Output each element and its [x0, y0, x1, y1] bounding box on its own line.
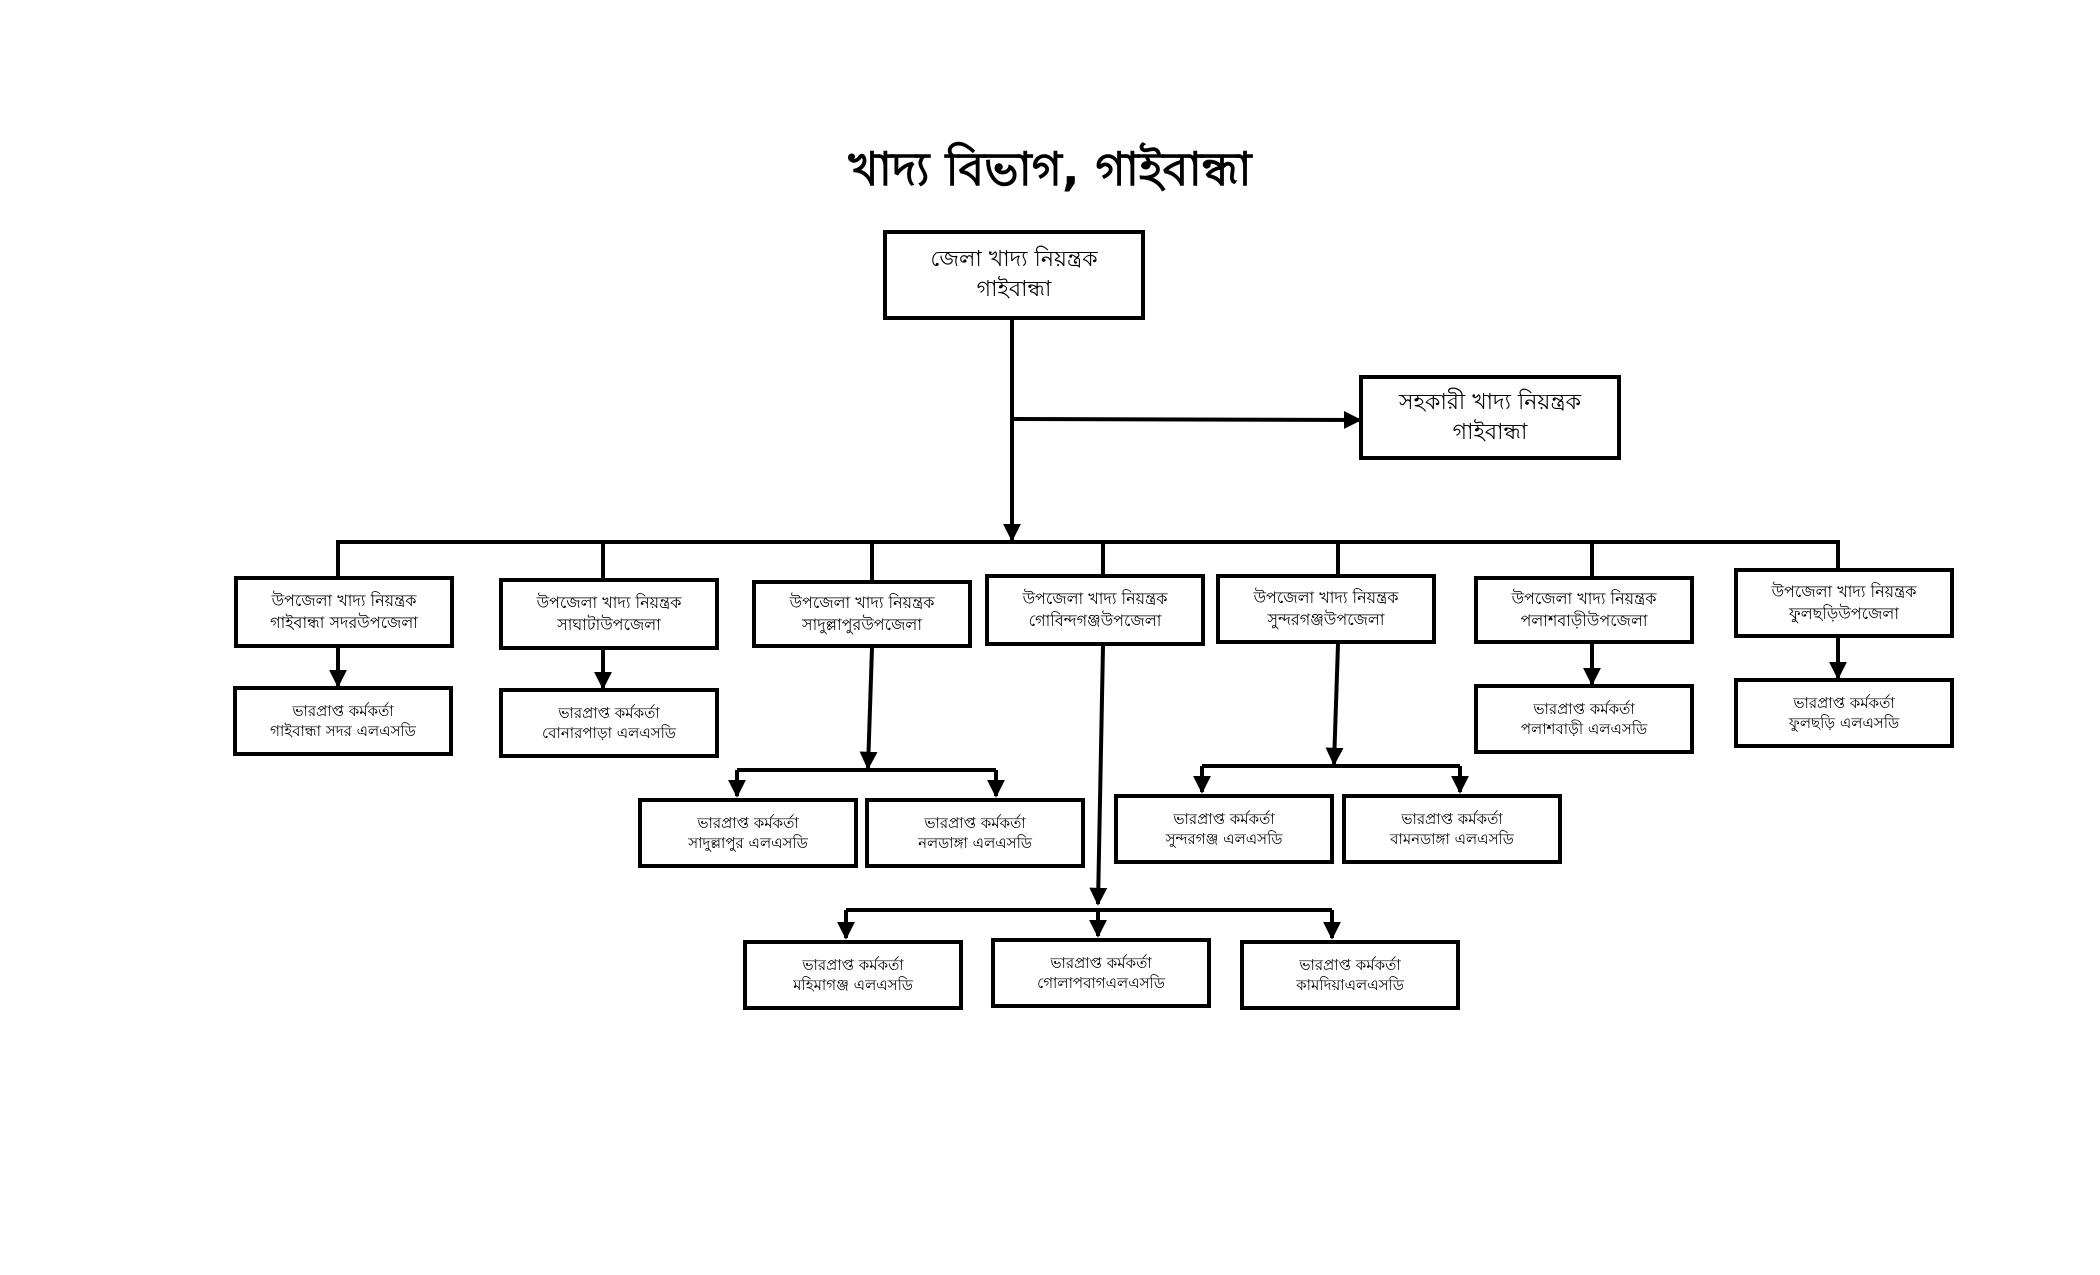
lsd-box-kamdia: ভারপ্রাপ্ত কর্মকর্তা কামদিয়াএলএসডি [1240, 940, 1460, 1010]
lsd-box-palashbari: ভারপ্রাপ্ত কর্মকর্তা পলাশবাড়ী এলএসডি [1474, 684, 1694, 754]
box-line-1: ভারপ্রাপ্ত কর্মকর্তা [1299, 955, 1401, 974]
box-line-2: ফুলছড়ি এলএসডি [1788, 714, 1900, 732]
district-food-controller-box: জেলা খাদ্য নিয়ন্ত্রক গাইবান্ধা [883, 230, 1145, 320]
upazila-box-palashbari: উপজেলা খাদ্য নিয়ন্ত্রক পলাশবাড়ীউপজেলা [1474, 576, 1694, 644]
box-line-1: ভারপ্রাপ্ত কর্মকর্তা [1173, 809, 1275, 828]
box-line-2: গাইবান্ধা [1452, 419, 1528, 445]
box-line-1: ভারপ্রাপ্ত কর্মকর্তা [1533, 699, 1635, 718]
box-line-2: গাইবান্ধা সদরউপজেলা [270, 613, 418, 632]
page-title: খাদ্য বিভাগ, গাইবান্ধা [848, 142, 1252, 196]
box-line-1: উপজেলা খাদ্য নিয়ন্ত্রক [789, 593, 935, 613]
lsd-box-naldanga: ভারপ্রাপ্ত কর্মকর্তা নলডাঙ্গা এলএসডি [865, 798, 1085, 868]
assistant-connector [1011, 410, 1362, 429]
box-line-2: বোনারপাড়া এলএসডি [542, 724, 676, 742]
box-line-1: ভারপ্রাপ্ত কর্মকর্তা [558, 703, 660, 722]
upazila-box-sundarganj: উপজেলা খাদ্য নিয়ন্ত্রক সুন্দরগঞ্জউপজেলা [1216, 574, 1436, 644]
box-line-2: গাইবান্ধা সদর এলএসডি [270, 722, 416, 740]
box-line-1: ভারপ্রাপ্ত কর্মকর্তা [1401, 809, 1503, 828]
box-line-1: উপজেলা খাদ্য নিয়ন্ত্রক [1771, 582, 1917, 602]
box-line-1: উপজেলা খাদ্য নিয়ন্ত্রক [271, 591, 417, 611]
box-line-2: সাদুল্লাপুর এলএসডি [688, 834, 808, 852]
lsd-box-mohimaganj: ভারপ্রাপ্ত কর্মকর্তা মহিমাগঞ্জ এলএসডি [743, 940, 963, 1010]
lsd-box-sundarganj: ভারপ্রাপ্ত কর্মকর্তা সুন্দরগঞ্জ এলএসডি [1114, 794, 1334, 864]
upazila-box-fulchhari: উপজেলা খাদ্য নিয়ন্ত্রক ফুলছড়িউপজেলা [1734, 568, 1954, 638]
lsd-box-fulchhari: ভারপ্রাপ্ত কর্মকর্তা ফুলছড়ি এলএসডি [1734, 678, 1954, 748]
box-line-1: জেলা খাদ্য নিয়ন্ত্রক [930, 247, 1098, 273]
box-line-1: ভারপ্রাপ্ত কর্মকর্তা [802, 955, 904, 974]
upazila-box-gobindaganj: উপজেলা খাদ্য নিয়ন্ত্রক গোবিন্দগঞ্জউপজেল… [985, 574, 1205, 646]
box-line-1: ভারপ্রাপ্ত কর্মকর্তা [924, 813, 1026, 832]
box-line-2: সুন্দরগঞ্জ এলএসডি [1165, 830, 1283, 848]
lsd-box-bonarpara: ভারপ্রাপ্ত কর্মকর্তা বোনারপাড়া এলএসডি [499, 688, 719, 758]
assistant-food-controller-box: সহকারী খাদ্য নিয়ন্ত্রক গাইবান্ধা [1359, 375, 1621, 460]
box-line-2: সাদুল্লাপুরউপজেলা [802, 615, 922, 634]
connector-sundarganj-down [1325, 643, 1344, 766]
box-line-2: সাঘাটাউপজেলা [557, 615, 661, 634]
box-line-2: গাইবান্ধা [976, 277, 1052, 302]
lsd-box-sadullapur: ভারপ্রাপ্ত কর্মকর্তা সাদুল্লাপুর এলএসডি [638, 798, 858, 868]
lsd-box-golapbag: ভারপ্রাপ্ত কর্মকর্তা গোলাপবাগএলএসডি [991, 938, 1211, 1008]
box-line-1: উপজেলা খাদ্য নিয়ন্ত্রক [1511, 589, 1657, 609]
upazila-box-sadullapur: উপজেলা খাদ্য নিয়ন্ত্রক সাদুল্লাপুরউপজেল… [752, 580, 972, 648]
upazila-bus [336, 540, 1840, 576]
connector-gobindaganj-down [1089, 645, 1108, 906]
box-line-2: গোবিন্দগঞ্জউপজেলা [1028, 611, 1162, 630]
connector-sadullapur-down [859, 647, 878, 770]
box-line-1: ভারপ্রাপ্ত কর্মকর্তা [1050, 953, 1152, 972]
box-line-1: উপজেলা খাদ্য নিয়ন্ত্রক [1253, 588, 1399, 608]
box-line-1: ভারপ্রাপ্ত কর্মকর্তা [292, 701, 394, 720]
box-line-1: উপজেলা খাদ্য নিয়ন্ত্রক [1022, 589, 1168, 609]
upazila-box-gaibandha-sadar: উপজেলা খাদ্য নিয়ন্ত্রক গাইবান্ধা সদরউপজ… [234, 576, 454, 648]
box-line-2: মহিমাগঞ্জ এলএসডি [793, 976, 913, 994]
box-line-2: পলাশবাড়ী এলএসডি [1520, 720, 1648, 738]
box-line-2: ফুলছড়িউপজেলা [1789, 604, 1899, 623]
box-line-2: পলাশবাড়ীউপজেলা [1520, 611, 1648, 630]
lsd-box-gaibandha-sadar: ভারপ্রাপ্ত কর্মকর্তা গাইবান্ধা সদর এলএসড… [233, 686, 453, 756]
box-line-2: নলডাঙ্গা এলএসডি [918, 834, 1032, 852]
box-line-2: গোলাপবাগএলএসডি [1037, 974, 1165, 992]
box-line-2: বামনডাঙ্গা এলএসডি [1390, 830, 1514, 848]
box-line-1: সহকারী খাদ্য নিয়ন্ত্রক [1398, 389, 1582, 415]
upazila-box-saghata: উপজেলা খাদ্য নিয়ন্ত্রক সাঘাটাউপজেলা [499, 578, 719, 650]
lsd-box-bamondanga: ভারপ্রাপ্ত কর্মকর্তা বামনডাঙ্গা এলএসডি [1342, 794, 1562, 864]
box-line-1: ভারপ্রাপ্ত কর্মকর্তা [697, 813, 799, 832]
box-line-1: উপজেলা খাদ্য নিয়ন্ত্রক [536, 593, 682, 613]
box-line-2: কামদিয়াএলএসডি [1296, 976, 1404, 994]
box-line-1: ভারপ্রাপ্ত কর্মকর্তা [1793, 693, 1895, 712]
box-line-2: সুন্দরগঞ্জউপজেলা [1267, 610, 1385, 629]
